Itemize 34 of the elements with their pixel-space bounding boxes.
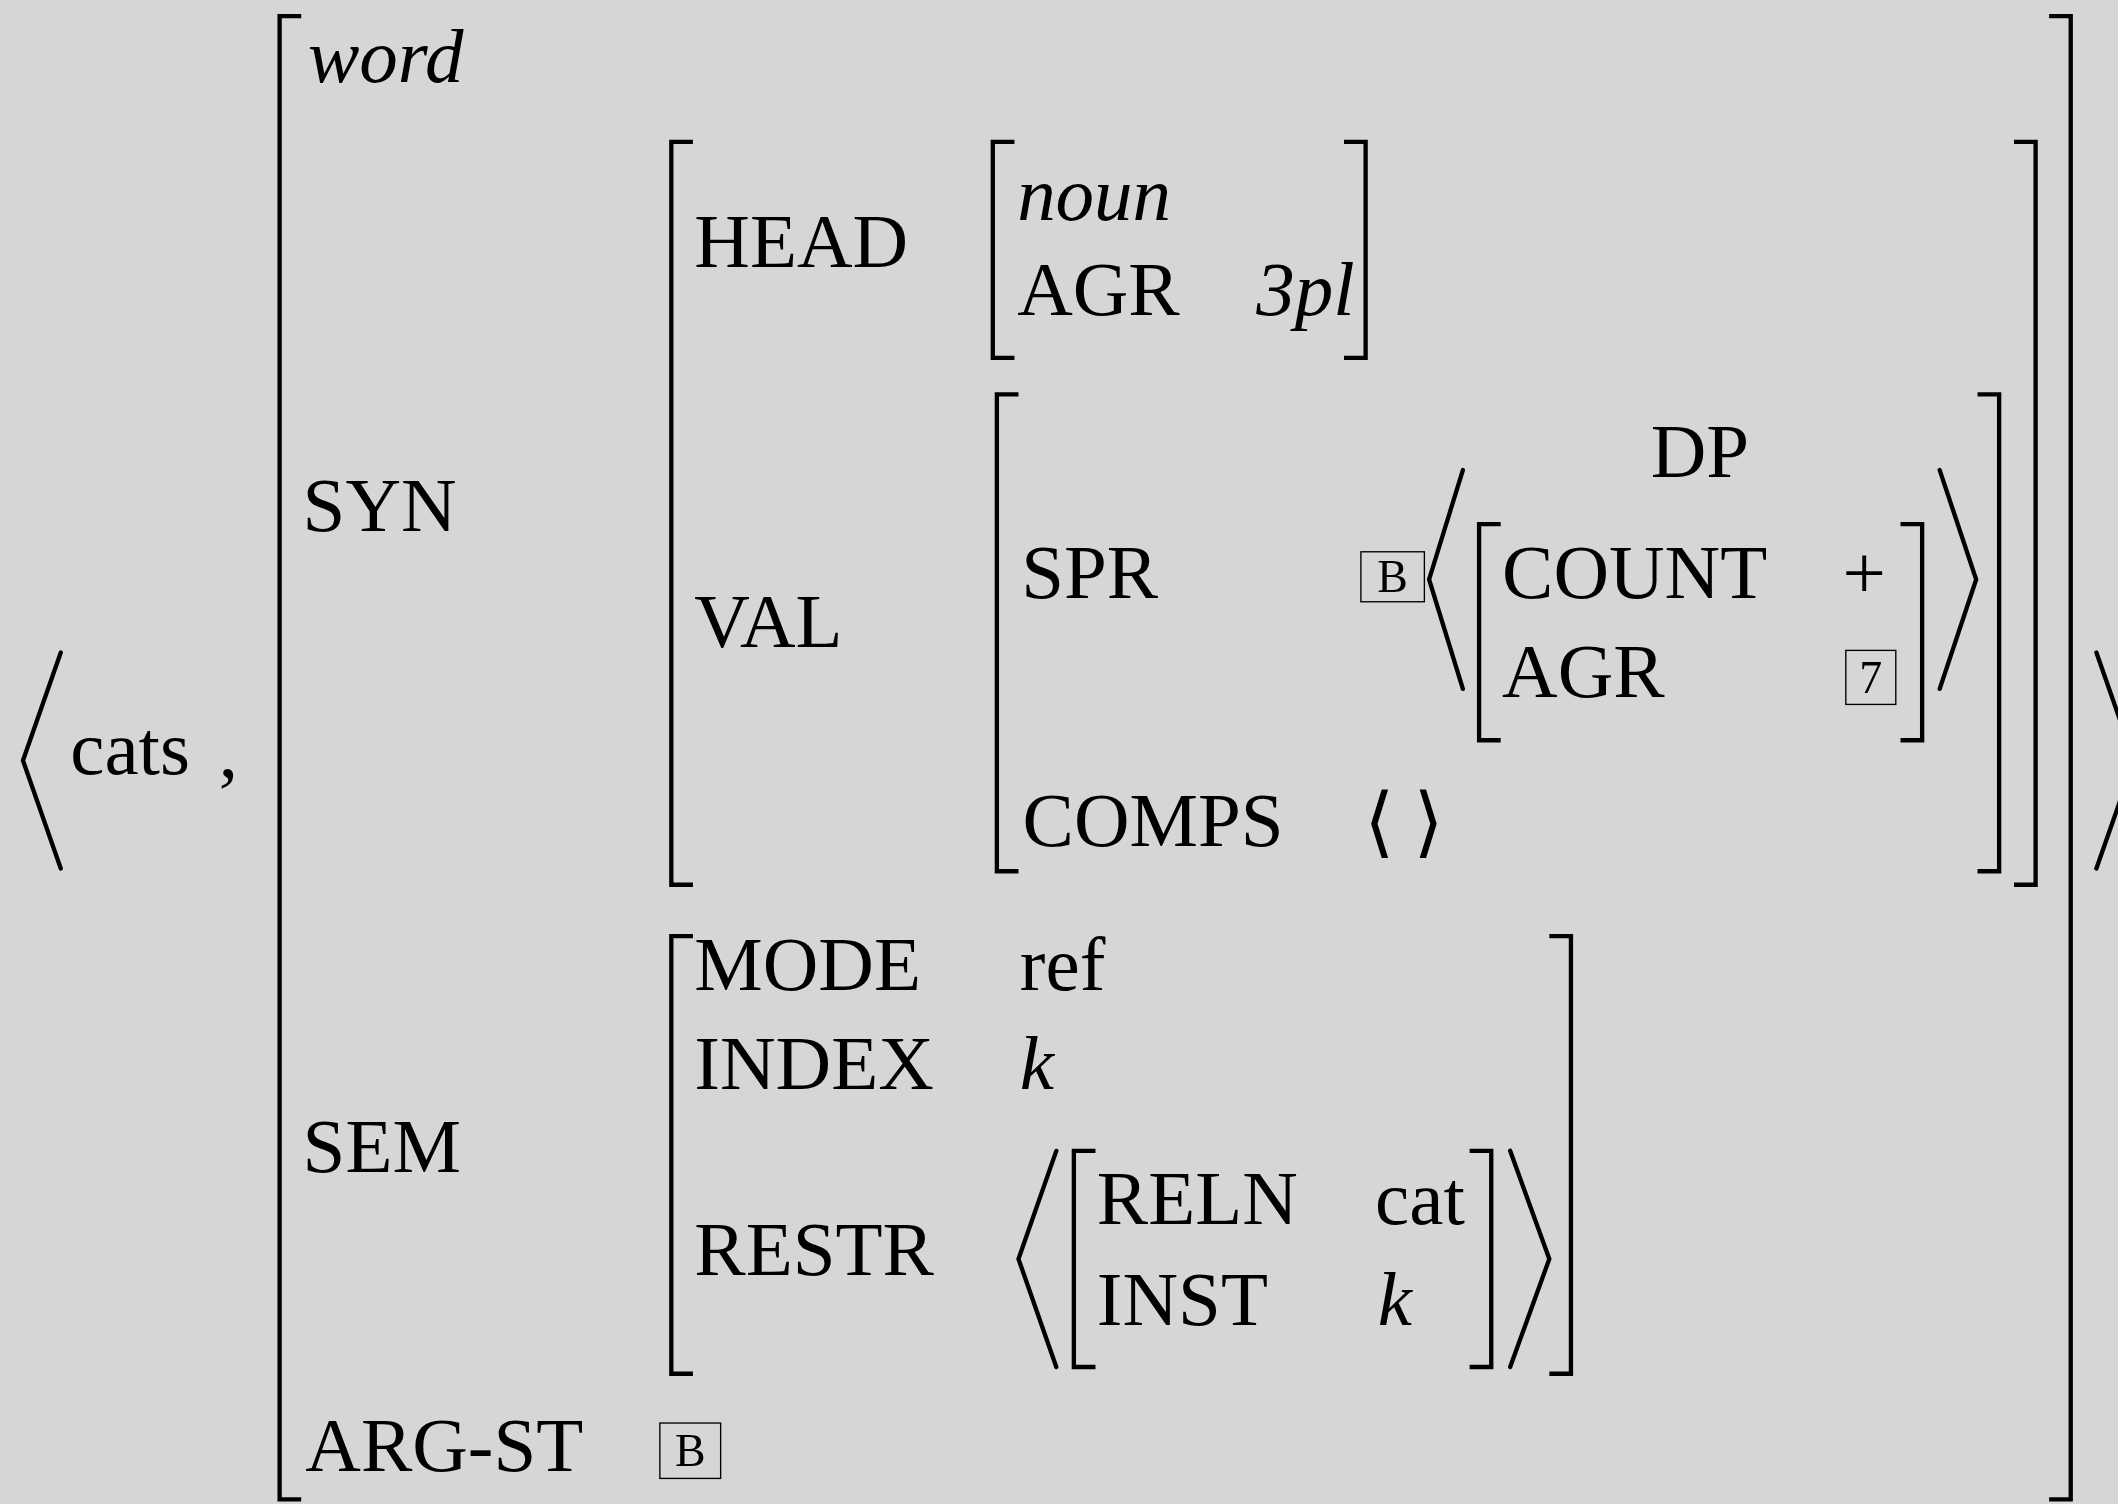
feature-name: HEAD xyxy=(694,202,909,280)
feature-name: RESTR xyxy=(694,1210,934,1288)
feature-name: COMPS xyxy=(1022,780,1284,858)
feature-value: cat xyxy=(1375,1159,1465,1237)
feature-value: k xyxy=(1019,1024,1054,1101)
attribute-value-matrix xyxy=(992,141,1366,358)
feature-name: AGR xyxy=(1017,250,1180,327)
feature-name: SYN xyxy=(302,466,457,544)
feature-name: ARG-ST xyxy=(305,1406,584,1484)
attribute-value-matrix xyxy=(279,16,2071,1500)
empty-list: ⟨ ⟩ xyxy=(1364,783,1444,861)
type-label: word xyxy=(307,17,464,95)
category-label: DP xyxy=(1650,412,1750,490)
attribute-value-matrix xyxy=(671,141,2036,885)
feature-name: SPR xyxy=(1021,533,1159,611)
attribute-value-matrix xyxy=(996,394,2000,872)
feature-value: + xyxy=(1842,533,1886,611)
comma: , xyxy=(218,711,239,789)
type-label: noun xyxy=(1017,155,1172,233)
feature-name: MODE xyxy=(694,925,921,1003)
feature-name: INDEX xyxy=(694,1024,934,1101)
feature-name: COUNT xyxy=(1502,533,1768,611)
structure-tag-box: 7 xyxy=(1845,649,1897,706)
feature-value: ref xyxy=(1019,925,1106,1003)
feature-name: SEM xyxy=(302,1107,461,1185)
attribute-value-matrix xyxy=(1073,1150,1492,1367)
feature-name: AGR xyxy=(1502,632,1665,710)
feature-value: k xyxy=(1377,1260,1412,1338)
attribute-value-matrix xyxy=(671,936,1571,1374)
feature-name: RELN xyxy=(1096,1159,1298,1237)
feature-name: INST xyxy=(1096,1260,1268,1338)
feature-name: VAL xyxy=(694,582,843,660)
structure-tag-box: B xyxy=(659,1422,722,1480)
word-label: cats xyxy=(70,708,190,786)
